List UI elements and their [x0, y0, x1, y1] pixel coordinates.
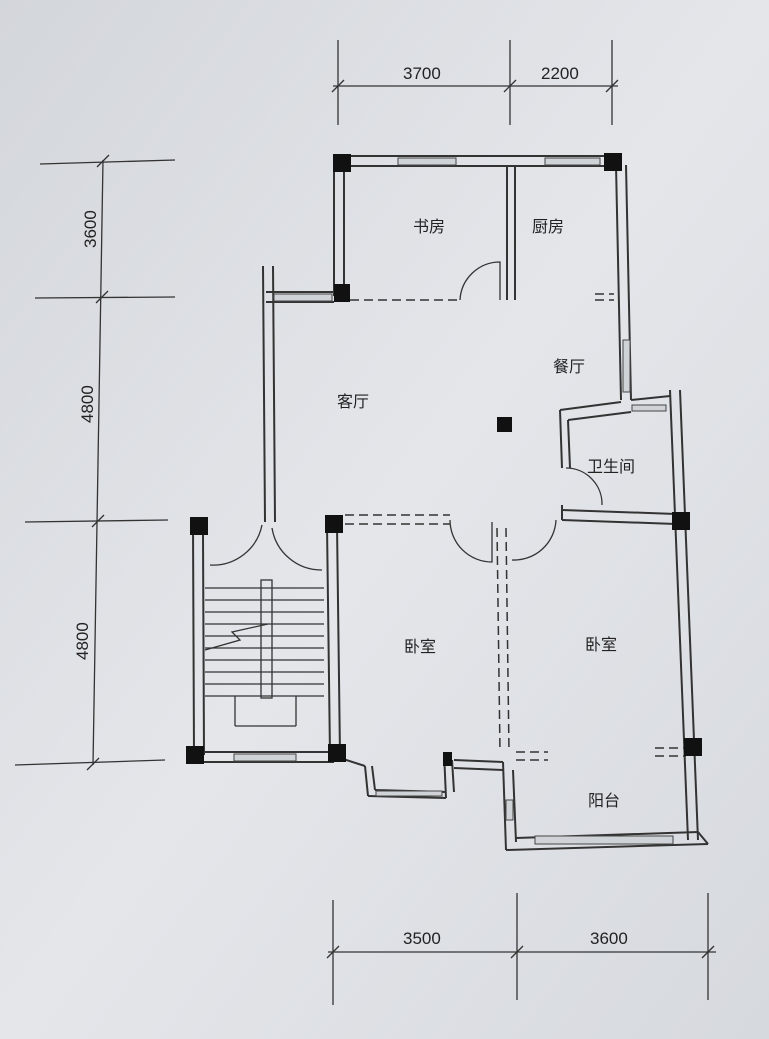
door-bedroom-right	[511, 519, 557, 561]
dim-left-2: 4800	[78, 385, 97, 423]
window-study	[397, 157, 457, 166]
staircase	[204, 579, 324, 727]
window-bedroom-left	[375, 790, 443, 797]
window-balcony-side	[505, 799, 514, 821]
label-dining: 餐厅	[553, 357, 585, 376]
columns	[186, 153, 702, 766]
doors	[209, 261, 603, 571]
door-entry-left	[209, 524, 263, 566]
top-dimension-line: 3700 2200	[331, 40, 619, 125]
window-dining	[622, 339, 631, 393]
left-dimension-line: 3600 4800 4800	[14, 154, 176, 771]
walls	[192, 155, 709, 851]
room-labels: 书房 厨房 餐厅 客厅 卫生间 卧室 卧室 阳台	[337, 217, 635, 810]
dim-bottom-1: 3500	[403, 929, 441, 948]
label-living: 客厅	[337, 392, 369, 411]
label-bedroom-right: 卧室	[585, 635, 617, 654]
openings	[345, 293, 686, 761]
dim-top-2: 2200	[541, 64, 579, 83]
window-bathroom	[631, 404, 667, 412]
window-study-side	[273, 293, 333, 302]
door-bathroom	[565, 467, 603, 506]
dim-bottom-2: 3600	[590, 929, 628, 948]
window-balcony	[534, 835, 674, 845]
door-bedroom-left	[449, 519, 493, 563]
window-stair	[233, 753, 297, 762]
dim-left-3: 4800	[73, 622, 92, 660]
window-kitchen	[544, 157, 601, 166]
windows	[233, 157, 674, 845]
door-entry-right	[271, 527, 323, 571]
dim-left-1: 3600	[81, 210, 100, 248]
label-kitchen: 厨房	[532, 217, 564, 236]
label-study: 书房	[413, 217, 445, 236]
label-balcony: 阳台	[588, 791, 620, 810]
bottom-dimension-line: 3500 3600	[326, 893, 716, 1005]
label-bathroom: 卫生间	[587, 457, 635, 476]
dim-top-1: 3700	[403, 64, 441, 83]
label-bedroom-left: 卧室	[404, 637, 436, 656]
door-study	[459, 261, 501, 301]
